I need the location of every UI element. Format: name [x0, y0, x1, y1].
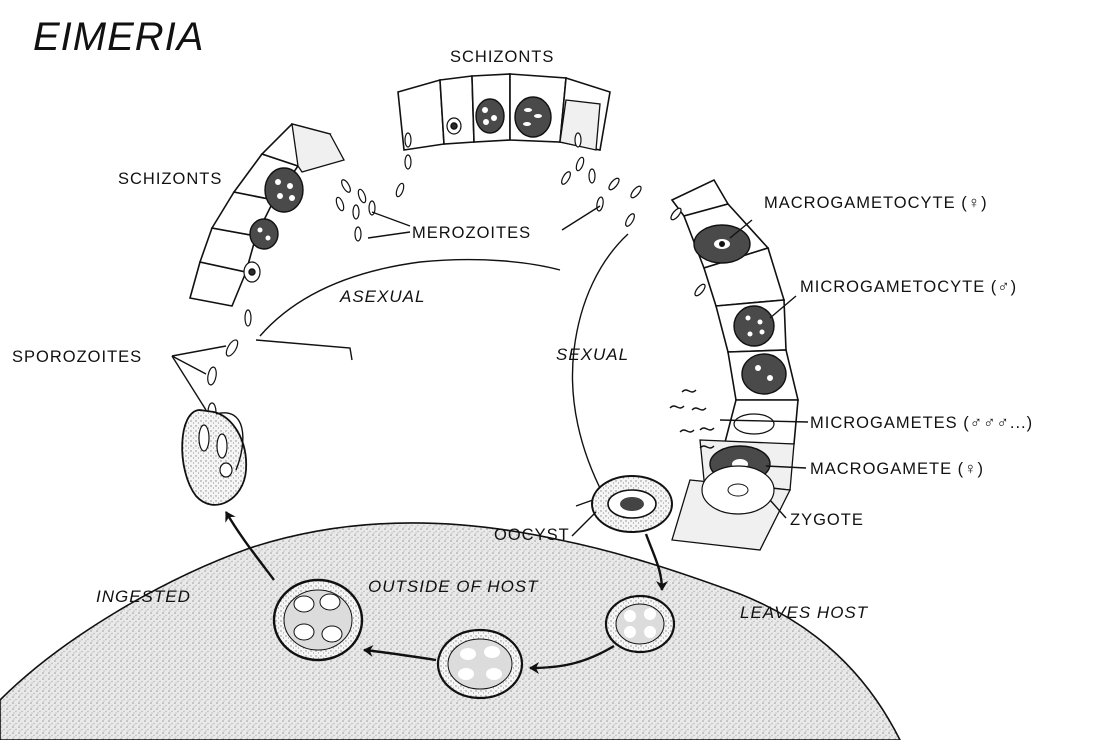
diagram-title: EIMERIA: [33, 15, 204, 59]
sporozoite-2: [206, 366, 217, 385]
label-sexual: SEXUAL: [556, 345, 629, 364]
label-microgametes: MICROGAMETES (♂♂♂...): [810, 414, 1033, 432]
sporulating-oocyst-2: [438, 630, 522, 698]
label-schizonts-top: SCHIZONTS: [450, 48, 554, 66]
oocyst-shed: [592, 476, 672, 532]
label-sporozoites: SPOROZOITES: [12, 348, 142, 366]
excysting-oocyst: [182, 410, 246, 505]
label-merozoites: MEROZOITES: [412, 224, 531, 242]
label-oocyst: OOCYST: [494, 526, 570, 544]
label-asexual: ASEXUAL: [339, 287, 425, 306]
sporulated-oocyst: [274, 580, 362, 660]
label-microgametocyte: MICROGAMETOCYTE (♂): [800, 278, 1017, 296]
right-epithelium: [672, 180, 798, 550]
merozoites-pointer-mid: [372, 212, 410, 226]
microgametes-scatter: [670, 390, 714, 448]
label-ingested: INGESTED: [96, 587, 191, 606]
label-zygote: ZYGOTE: [790, 511, 864, 529]
merozoites-pointer-right: [562, 206, 600, 230]
outside-host-region: [0, 523, 900, 740]
label-macrogamete: MACROGAMETE (♀): [810, 460, 984, 478]
sexual-arc: [572, 234, 628, 506]
merozoites-pointer-left: [368, 232, 410, 238]
label-schizonts-left: SCHIZONTS: [118, 170, 222, 188]
asexual-left-tick: [256, 340, 352, 360]
label-leaves-host: LEAVES HOST: [740, 603, 869, 622]
label-macrogametocyte: MACROGAMETOCYTE (♀): [764, 194, 988, 212]
sporulating-oocyst-1: [606, 596, 674, 652]
left-epithelium: [190, 124, 344, 306]
label-outside-host: OUTSIDE OF HOST: [368, 577, 539, 596]
sporozoite-1: [224, 338, 240, 358]
leader-oocyst: [572, 512, 596, 536]
